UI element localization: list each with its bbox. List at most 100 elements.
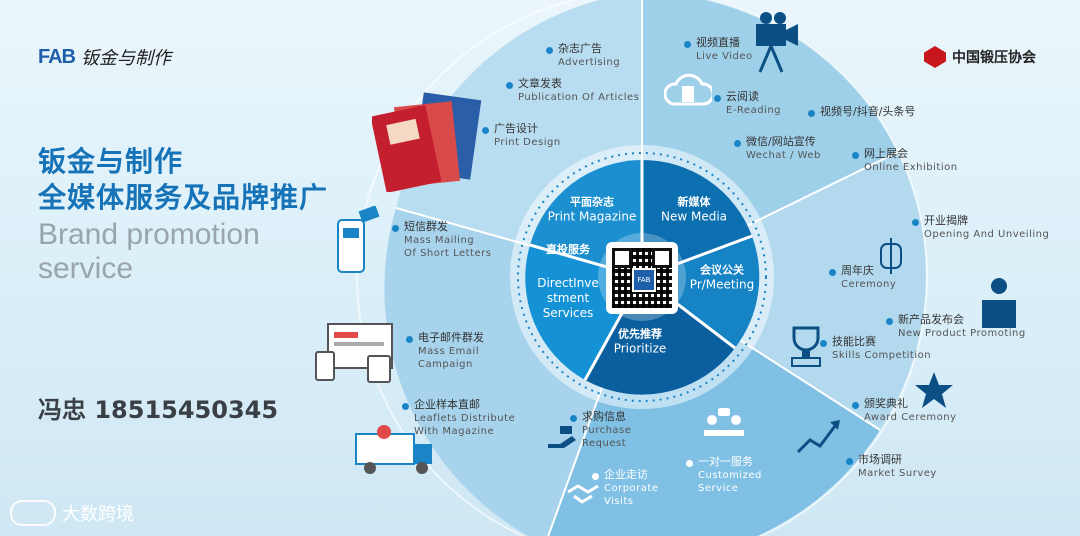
bullet-dot <box>482 127 489 134</box>
bullet-dot <box>808 110 815 117</box>
item-cn: 企业样本直邮 <box>414 398 480 411</box>
watermark-icon <box>10 500 56 526</box>
bullet-dot <box>570 415 577 422</box>
item-skills: 技能比赛 Skills Competition <box>820 335 931 362</box>
item-en: Print Design <box>494 137 561 148</box>
item-cn: 新产品发布会 <box>898 313 964 326</box>
video-camera-icon <box>756 12 798 73</box>
bullet-dot <box>829 269 836 276</box>
sms-phone-icon <box>337 206 380 273</box>
growth-chart-icon <box>796 420 840 454</box>
item-cn: 技能比赛 <box>832 335 876 348</box>
bullet-dot <box>684 41 691 48</box>
email-devices-icon <box>315 323 393 383</box>
item-cn: 广告设计 <box>494 122 538 135</box>
forging-association-logo: 中国锻压协会 <box>924 46 1036 68</box>
segment-print-cn: 平面杂志 <box>570 195 614 209</box>
item-cn: 周年庆 <box>841 264 874 277</box>
bullet-dot <box>846 458 853 465</box>
handshake-icon <box>567 484 599 504</box>
headline-line2: 全媒体服务及品牌推广 <box>38 181 329 214</box>
item-cn: 文章发表 <box>518 77 562 90</box>
bullet-dot <box>686 460 693 467</box>
item-cn: 杂志广告 <box>558 42 602 55</box>
item-print-design: 广告设计 Print Design <box>482 122 561 149</box>
bullet-dot <box>912 219 919 226</box>
bullet-dot <box>886 318 893 325</box>
segment-new-media: 新媒体 New Media <box>661 196 727 225</box>
item-en: Opening And Unveiling <box>924 229 1050 240</box>
purchase-hand-icon <box>548 426 576 448</box>
award-star-icon <box>915 372 953 408</box>
segment-prioritize-cn: 优先推荐 <box>618 327 662 341</box>
item-wechat-web: 微信/网站宣传 Wechat / Web <box>734 135 821 162</box>
item-mass-email: 电子邮件群发 Mass Email Campaign <box>406 331 484 371</box>
segment-print-en: Print Magazine <box>547 209 637 224</box>
watermark-text: 大数跨境 <box>62 504 134 525</box>
item-en: E-Reading <box>726 105 782 116</box>
item-en: Purchase Request <box>582 425 632 449</box>
item-cn: 颁奖典礼 <box>864 397 908 410</box>
item-cn: 一对一服务 <box>698 455 753 468</box>
bullet-dot <box>392 225 399 232</box>
trophy-icon <box>791 326 821 367</box>
item-short-video: 视频号/抖音/头条号 <box>808 105 915 119</box>
item-leaflets: 企业样本直邮 Leaflets Distribute With Magazine <box>402 398 515 438</box>
item-cn: 市场调研 <box>858 453 902 466</box>
association-name: 中国锻压协会 <box>952 50 1036 66</box>
item-cn: 网上展会 <box>864 147 908 160</box>
item-cn: 求购信息 <box>582 410 626 423</box>
item-en: Ceremony <box>841 279 897 290</box>
association-emblem-icon <box>924 46 946 68</box>
item-en: Skills Competition <box>832 350 932 361</box>
consultation-icon <box>704 408 744 436</box>
fab-logo-text: 钣金与制作 <box>81 48 171 69</box>
item-cn: 开业揭牌 <box>924 214 968 227</box>
fab-logo-mark: FAB <box>38 45 76 68</box>
segment-direct-cn: 直投服务 <box>546 243 590 256</box>
item-en: Corporate Visits <box>604 483 659 507</box>
item-en: Wechat / Web <box>746 150 821 161</box>
item-en: Publication Of Articles <box>518 92 640 103</box>
item-ceremony: 周年庆 Ceremony <box>829 264 896 291</box>
item-en: Leaflets Distribute With Magazine <box>414 413 516 437</box>
cloud-document-icon <box>664 73 712 106</box>
bullet-dot <box>852 152 859 159</box>
inner-sector-meeting <box>642 236 760 348</box>
segment-newmedia-cn: 新媒体 <box>677 195 711 209</box>
headline-en-line1: Brand promotion <box>38 218 260 251</box>
bullet-dot <box>546 47 553 54</box>
segment-meeting-en: Pr/Meeting <box>689 277 755 292</box>
item-en: Mass Email Campaign <box>418 346 480 370</box>
item-opening: 开业揭牌 Opening And Unveiling <box>912 214 1049 241</box>
segment-prioritize: 优先推荐 Prioritize <box>614 328 667 357</box>
bullet-dot <box>734 140 741 147</box>
item-en: Award Ceremony <box>864 412 957 423</box>
fab-logo: FAB 钣金与制作 <box>38 44 171 70</box>
magazine-stack-icon <box>372 92 482 192</box>
bullet-dot <box>406 336 413 343</box>
item-award: 颁奖典礼 Award Ceremony <box>852 397 957 424</box>
bullet-dot <box>592 473 599 480</box>
bullet-dot <box>402 403 409 410</box>
bullet-dot <box>506 82 513 89</box>
item-cn: 视频号/抖音/头条号 <box>820 105 916 118</box>
item-cn: 微信/网站宣传 <box>746 135 816 148</box>
segment-direct-en: DirectInve stment Services <box>537 276 599 320</box>
bullet-dot <box>714 95 721 102</box>
qr-code-badge: FAB <box>632 268 656 292</box>
segment-print-magazine: 平面杂志 Print Magazine <box>548 196 637 225</box>
item-cn: 电子邮件群发 <box>418 331 484 344</box>
bullet-dot <box>820 340 827 347</box>
qr-code: FAB <box>606 242 678 314</box>
segment-meeting-cn: 会议公关 <box>699 263 744 277</box>
headline-line1: 钣金与制作 <box>38 145 184 178</box>
outer-sector-meeting <box>642 152 926 430</box>
